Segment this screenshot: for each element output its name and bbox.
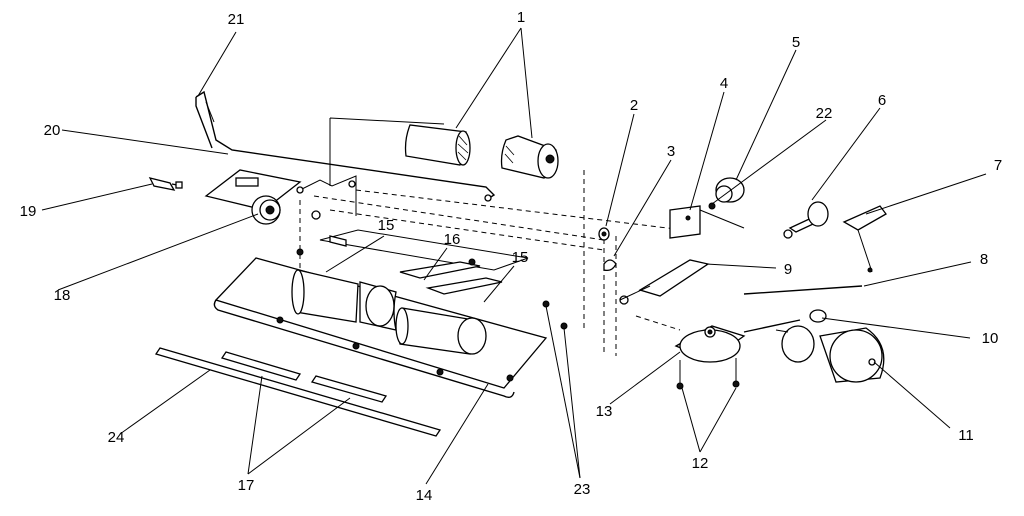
callout-3: 3 [667,143,675,160]
thin-rod [743,285,863,295]
callout-6: 6 [878,92,886,109]
callout-2: 2 [630,97,638,114]
frame-outline [296,117,701,356]
tray-assembly [213,248,548,399]
clip-part [842,205,887,273]
callout-15-right: 15 [512,249,529,266]
callout-21: 21 [228,11,245,28]
small-fasteners [542,227,629,330]
callout-23: 23 [574,481,591,498]
motor-assembly [674,325,746,390]
callout-12: 12 [692,455,709,472]
callout-24: 24 [108,429,125,446]
lever-plate [619,259,710,331]
callout-11: 11 [958,427,974,444]
callout-9: 9 [784,261,792,278]
callout-17: 17 [238,477,255,494]
pulley-assembly [204,169,302,225]
callout-16: 16 [444,231,461,248]
callout-15-left: 15 [378,217,395,234]
bracket-plate [669,205,745,239]
gear-assembly [708,177,829,239]
callout-5: 5 [792,34,800,51]
pin-part [148,177,183,191]
lower-rollers [220,351,388,403]
callout-18: 18 [54,287,71,304]
cylinder-parts [404,124,559,179]
upper-plate [319,229,529,295]
flat-bar [154,347,442,437]
callout-8: 8 [980,251,988,268]
callout-numbers: 1 2 3 4 5 6 7 8 9 10 11 12 13 14 15 15 1… [20,9,1003,504]
rod-and-bracket [195,90,496,202]
callout-20: 20 [44,122,61,139]
callout-10: 10 [982,330,999,347]
callout-19: 19 [20,203,37,220]
knob-assembly [743,309,885,383]
callout-1: 1 [517,9,525,26]
callout-7: 7 [994,157,1002,174]
callout-4: 4 [720,75,728,92]
callout-22: 22 [816,105,833,122]
callout-14: 14 [416,487,433,504]
callout-13: 13 [596,403,613,420]
leader-lines [41,27,987,485]
